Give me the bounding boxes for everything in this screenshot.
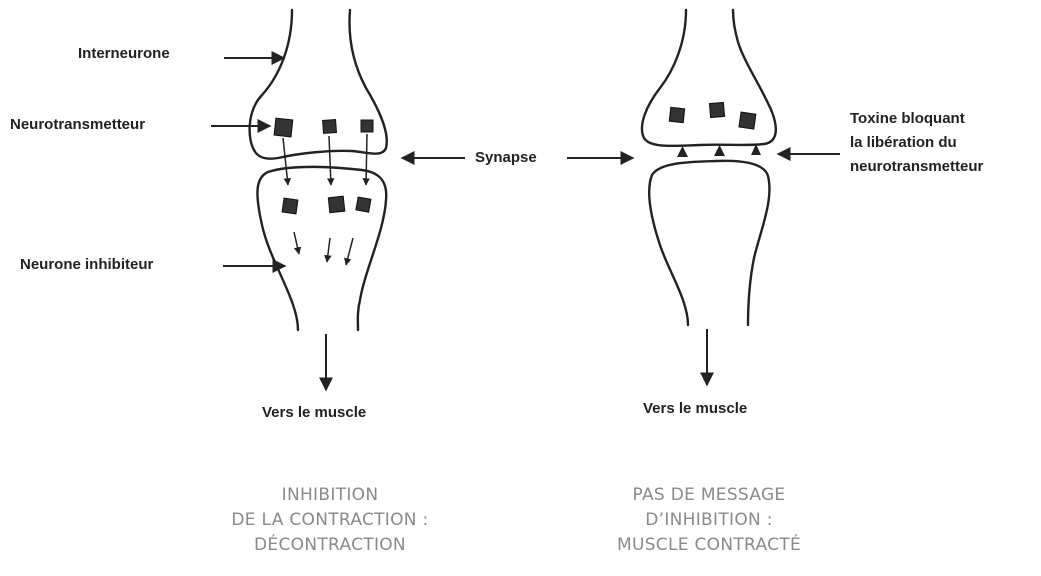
label-interneurone: Interneurone bbox=[78, 44, 170, 63]
vesicle bbox=[282, 198, 298, 214]
vesicle bbox=[739, 112, 756, 129]
label-vers-muscle-right: Vers le muscle bbox=[643, 399, 747, 418]
right-neurotransmitter-vesicles bbox=[669, 102, 756, 129]
right-muscle-neuron-outline bbox=[649, 161, 769, 325]
label-toxine-line2: la libération du bbox=[850, 133, 957, 152]
caption-right: PAS DE MESSAGE D’INHIBITION : MUSCLE CON… bbox=[584, 483, 834, 558]
caption-right-line3: MUSCLE CONTRACTÉ bbox=[584, 533, 834, 558]
caption-left-line1: INHIBITION bbox=[205, 483, 455, 508]
right-synapse bbox=[642, 10, 776, 325]
label-toxine-line3: neurotransmetteur bbox=[850, 157, 983, 176]
vesicle bbox=[274, 118, 293, 137]
label-toxine-line1: Toxine bloquant bbox=[850, 109, 965, 128]
caption-left-line2: DE LA CONTRACTION : bbox=[205, 508, 455, 533]
toxin bbox=[677, 146, 688, 157]
vesicle bbox=[361, 120, 373, 132]
label-neurone-inhibiteur: Neurone inhibiteur bbox=[20, 255, 153, 274]
vesicle bbox=[323, 120, 337, 134]
caption-left-line3: DÉCONTRACTION bbox=[205, 533, 455, 558]
vesicle bbox=[669, 107, 684, 122]
left-inhibitory-neuron-outline bbox=[257, 167, 386, 330]
label-vers-muscle-left: Vers le muscle bbox=[262, 403, 366, 422]
vesicle bbox=[356, 197, 371, 212]
right-interneurone-outline bbox=[642, 10, 776, 146]
pointer-arrows bbox=[211, 58, 840, 390]
vesicle bbox=[709, 102, 724, 117]
label-neurotransmetteur: Neurotransmetteur bbox=[10, 115, 145, 134]
vesicle bbox=[328, 196, 344, 212]
toxin bbox=[714, 145, 725, 156]
caption-right-line1: PAS DE MESSAGE bbox=[584, 483, 834, 508]
label-synapse: Synapse bbox=[475, 148, 537, 167]
caption-left: INHIBITION DE LA CONTRACTION : DÉCONTRAC… bbox=[205, 483, 455, 558]
caption-right-line2: D’INHIBITION : bbox=[584, 508, 834, 533]
